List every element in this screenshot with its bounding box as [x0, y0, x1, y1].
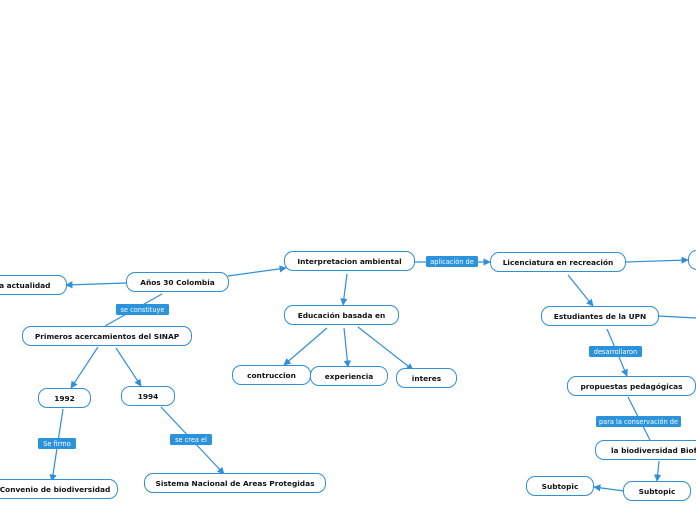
edge-educacion-to-experiencia — [343, 327, 351, 368]
node-subtopic-right[interactable]: Subtopic — [623, 481, 691, 501]
node-licenciatura-en-recreacion[interactable]: Licenciatura en recreación — [490, 252, 626, 272]
edge-interpretacion-to-educacion — [340, 273, 348, 306]
node-interpretacion-ambiental[interactable]: Interpretacion ambiental — [284, 251, 415, 271]
node-primeros-acercamientos-sinap[interactable]: Primeros acercamientos del SINAP — [22, 326, 192, 346]
edge-licenciatura-to-offscreen — [625, 256, 689, 264]
node-contruccion[interactable]: contruccion — [232, 365, 311, 385]
edge-acercamientos-to-1994 — [115, 347, 142, 387]
node-biodiversidad-biofisica[interactable]: la biodiversidad Biofísica — [595, 440, 696, 460]
edge-licenciatura-to-estudiantes — [567, 274, 594, 307]
label-para-la-conservacion-de: para la conservación de — [596, 416, 681, 427]
edge-educacion-to-interes — [357, 326, 414, 371]
node-subtopic-left[interactable]: Subtopic — [526, 476, 594, 496]
node-estudiantes-de-la-upn[interactable]: Estudiantes de la UPN — [541, 306, 659, 326]
edge-anos30-to-interpretacion — [227, 265, 287, 277]
node-anos-30-colombia[interactable]: Años 30 Colombia — [126, 272, 229, 292]
node-convenio-de-biodiversidad[interactable]: Convenio de biodiversidad — [0, 479, 118, 499]
edge-estudiantes-to-offscreen — [657, 315, 696, 319]
label-se-firmo: Se firmo — [38, 438, 76, 449]
edge-subtopic-to-subtopic — [593, 484, 625, 492]
label-aplicacion-de: aplicación de — [426, 256, 478, 267]
edge-anos30-to-actualidad — [65, 281, 127, 289]
edge-acercamientos-to-1992 — [70, 346, 99, 389]
node-propuestas-pedagogicas[interactable]: propuestas pedagógicas — [567, 376, 696, 396]
label-se-constituye: se constituye — [116, 304, 169, 315]
node-interes[interactable]: interes — [396, 368, 457, 388]
node-1994[interactable]: 1994 — [121, 386, 175, 406]
edge-biodiversidad-to-subtopic — [654, 460, 662, 482]
label-se-crea-el: se crea el — [170, 434, 212, 445]
edge-educacion-to-contruccion — [283, 327, 328, 366]
node-la-actualidad[interactable]: la actualidad — [0, 275, 67, 295]
node-sistema-nacional-areas-protegidas[interactable]: Sistema Nacional de Areas Protegidas — [144, 473, 326, 493]
node-1992[interactable]: 1992 — [38, 388, 91, 408]
node-educacion-basada-en[interactable]: Educación basada en — [284, 305, 399, 325]
label-desarrollaron: desarrollaron — [589, 346, 642, 357]
node-experiencia[interactable]: experiencia — [310, 366, 388, 386]
